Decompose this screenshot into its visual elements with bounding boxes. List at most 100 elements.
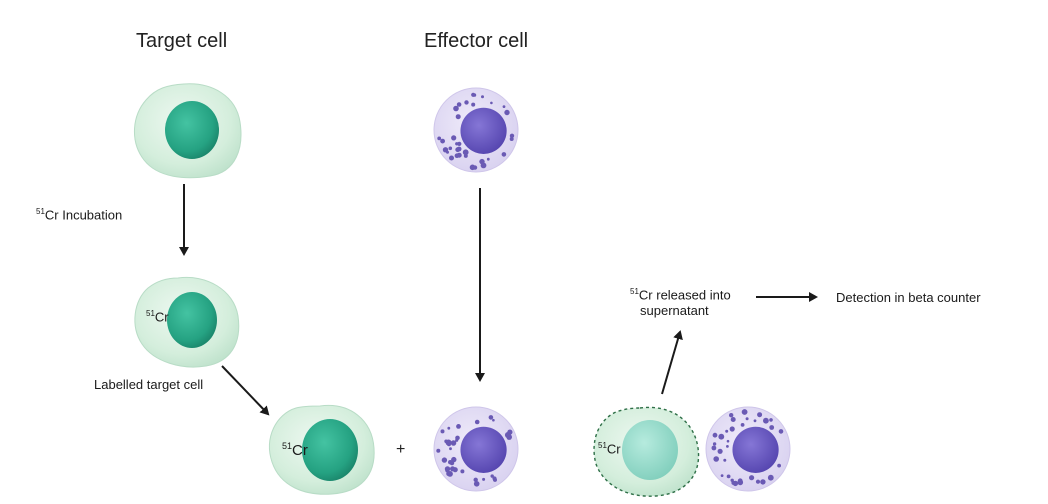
effector-granule (451, 135, 457, 141)
effector-granule (726, 445, 729, 448)
effector-granule (481, 95, 484, 99)
effector-granule (455, 435, 460, 441)
effector-granule (456, 424, 461, 429)
effector-granule (504, 109, 510, 116)
labelled-cell-tag-sup: 51 (146, 309, 155, 318)
effector-granule (455, 114, 461, 120)
effector-granule (755, 479, 761, 484)
effector-granule (723, 458, 727, 462)
effector-granule (448, 146, 453, 151)
effector-cell (433, 87, 519, 173)
effector-granule (469, 164, 476, 171)
effector-granule (720, 474, 724, 477)
effector-granule (480, 162, 487, 169)
effector-granule (457, 141, 462, 146)
released-superscript: 51 (630, 287, 639, 296)
effector-granule (449, 447, 452, 451)
effector-granule (471, 92, 476, 97)
effector-granule (769, 418, 773, 422)
effector-nucleus (460, 107, 507, 154)
effector-granule (730, 417, 736, 422)
effector-granule (753, 419, 757, 423)
effector-granule (763, 417, 769, 424)
effector-granule (447, 442, 451, 447)
effector-granule (447, 426, 451, 430)
effector-granule (440, 138, 445, 144)
effector-granule (437, 136, 442, 141)
released-line-1: 51Cr released into (630, 284, 731, 303)
effector-nucleus (732, 426, 779, 473)
lysed-cell-tag-sup: 51 (598, 441, 607, 450)
labelled-target-label: Labelled target cell (94, 377, 204, 392)
released-label: 51Cr released into supernatant (630, 284, 731, 319)
effector-granule (749, 475, 755, 481)
effector-granule (777, 463, 781, 468)
lysed-target-nucleus (622, 420, 678, 480)
effector-granule (712, 442, 717, 446)
effector-cell-attack (705, 406, 791, 492)
effector-granule (441, 457, 448, 463)
effector-granule (502, 105, 506, 108)
lysed-cell-tag-text: Cr (606, 441, 621, 457)
effector-granule (726, 439, 730, 443)
effector-granule (711, 445, 717, 451)
effector-granule (440, 429, 445, 434)
effector-granule (490, 101, 493, 105)
labelled-cell-tag-text: Cr (154, 309, 169, 325)
effector-granule (444, 439, 448, 444)
effector-cell-mixed (433, 406, 519, 492)
lysed-target-cell (593, 406, 700, 497)
heading-target-cell: Target cell (136, 30, 228, 52)
effector-granule (446, 471, 451, 476)
effector-granule (474, 419, 480, 425)
target-cell-nucleus (165, 101, 219, 159)
labelled-target-nucleus (167, 292, 217, 348)
effector-granule (492, 418, 495, 422)
effector-granule (730, 478, 734, 482)
mixed-cell-tag-text: Cr (292, 442, 308, 459)
effector-granule (462, 149, 469, 156)
target-cell (133, 83, 242, 179)
effector-granule (442, 147, 449, 153)
effector-granule (456, 146, 462, 152)
mixed-cell-tag: 51Cr (282, 441, 308, 460)
effector-granule (471, 102, 476, 107)
effector-granule (445, 468, 450, 473)
effector-granule (451, 456, 457, 463)
effector-granule (456, 152, 462, 158)
heading-effector-cell: Effector cell (424, 30, 529, 52)
effector-granule (488, 415, 494, 420)
effector-granule (778, 429, 784, 434)
effector-granule (450, 440, 457, 446)
effector-granule (490, 474, 494, 478)
effector-granule (767, 474, 774, 481)
released-line-2: supernatant (640, 303, 709, 319)
effector-granule (713, 456, 719, 462)
effector-granule (486, 157, 490, 161)
effector-granule (453, 105, 459, 112)
effector-granule (726, 474, 731, 479)
mixed-target-cell (268, 404, 375, 495)
detection-label: Detection in beta counter (836, 290, 981, 305)
effector-granule (482, 477, 486, 481)
arrow-labelled-to-mix (221, 365, 270, 416)
effector-granule (729, 413, 734, 418)
effector-granule (729, 426, 735, 432)
plus-sign: + (396, 441, 406, 458)
effector-nucleus (460, 426, 507, 473)
labelled-cell-tag: 51Cr (146, 309, 169, 325)
released-line-1-text: Cr released into (638, 287, 731, 303)
effector-granule (460, 469, 465, 474)
incubation-label: 51Cr Incubation (36, 207, 122, 223)
effector-granule (712, 432, 718, 438)
effector-granule (493, 477, 497, 482)
effector-granule (760, 479, 766, 485)
effector-granule (452, 467, 458, 473)
effector-granule (737, 478, 743, 484)
effector-granule (509, 137, 514, 141)
effector-granule (725, 429, 729, 433)
effector-granule (436, 448, 441, 453)
effector-granule (717, 448, 723, 454)
lysed-cell-tag: 51Cr (598, 441, 621, 457)
effector-granule (741, 409, 748, 415)
